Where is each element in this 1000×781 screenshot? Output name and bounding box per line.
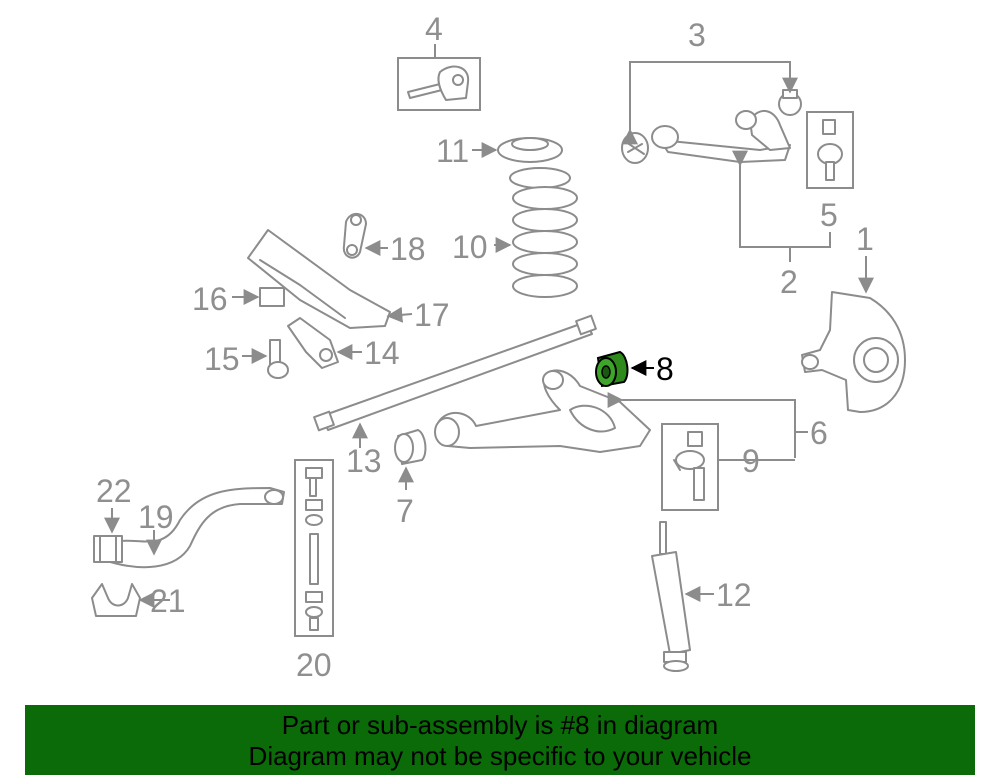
part-1-steering-knuckle[interactable]	[801, 291, 906, 413]
callout-15[interactable]: 15	[204, 341, 240, 377]
part-22-stabilizer-bushing[interactable]	[93, 535, 123, 563]
part-16-bumper[interactable]	[259, 287, 285, 307]
callout-11[interactable]: 11	[436, 133, 469, 169]
part-18-link[interactable]	[342, 213, 367, 259]
suspension-parts-diagram: 4 3 5 2 1 11	[91, 11, 906, 683]
leader-6	[607, 392, 796, 458]
callout-19[interactable]: 19	[138, 499, 174, 535]
callout-8[interactable]: 8	[656, 351, 674, 387]
callout-2[interactable]: 2	[780, 264, 798, 300]
footer-line-2: Diagram may not be specific to your vehi…	[248, 741, 752, 771]
callout-6[interactable]: 6	[810, 415, 828, 451]
part-17-skid-plate[interactable]	[247, 229, 391, 329]
part-6-lower-control-arm[interactable]	[434, 369, 651, 453]
callout-18[interactable]: 18	[390, 231, 426, 267]
callout-17[interactable]: 17	[414, 297, 450, 333]
part-20-stabilizer-link-kit[interactable]	[294, 459, 334, 637]
callout-20[interactable]: 20	[296, 647, 332, 683]
callout-10[interactable]: 10	[452, 229, 488, 265]
callout-5[interactable]: 5	[820, 197, 838, 233]
part-10-coil-spring[interactable]	[509, 167, 578, 298]
callout-16[interactable]: 16	[192, 281, 228, 317]
part-9-lower-ball-joint[interactable]	[661, 423, 719, 511]
part-12-shock-absorber[interactable]	[651, 521, 691, 672]
callout-9[interactable]: 9	[742, 443, 760, 479]
callout-13[interactable]: 13	[346, 443, 382, 479]
part-11-spring-insulator[interactable]	[497, 137, 563, 163]
part-15-bushing[interactable]	[267, 339, 289, 379]
callout-1[interactable]: 1	[856, 221, 874, 257]
callout-4[interactable]: 4	[425, 11, 443, 47]
callout-12[interactable]: 12	[716, 577, 752, 613]
callout-7[interactable]: 7	[396, 493, 414, 529]
leader-17	[386, 306, 413, 323]
footer-banner: Part or sub-assembly is #8 in diagram Di…	[25, 705, 975, 775]
leader-2	[732, 150, 831, 248]
callout-21[interactable]: 21	[150, 583, 186, 619]
footer-line-1: Part or sub-assembly is #8 in diagram	[281, 710, 719, 740]
part-3-upper-control-arm[interactable]	[621, 89, 802, 164]
part-7-bushing[interactable]	[394, 429, 427, 465]
part-4-bolt-kit[interactable]	[397, 57, 481, 111]
part-21-stabilizer-bracket[interactable]	[91, 583, 141, 617]
callout-22[interactable]: 22	[96, 473, 132, 509]
part-8-bushing-highlighted[interactable]	[595, 350, 629, 388]
callout-3[interactable]: 3	[688, 17, 706, 53]
part-14-bracket[interactable]	[287, 317, 339, 369]
callout-14[interactable]: 14	[364, 335, 400, 371]
part-13-strut-rod[interactable]	[313, 314, 597, 432]
leader-3	[622, 61, 798, 145]
part-5-upper-ball-joint[interactable]	[806, 111, 854, 189]
